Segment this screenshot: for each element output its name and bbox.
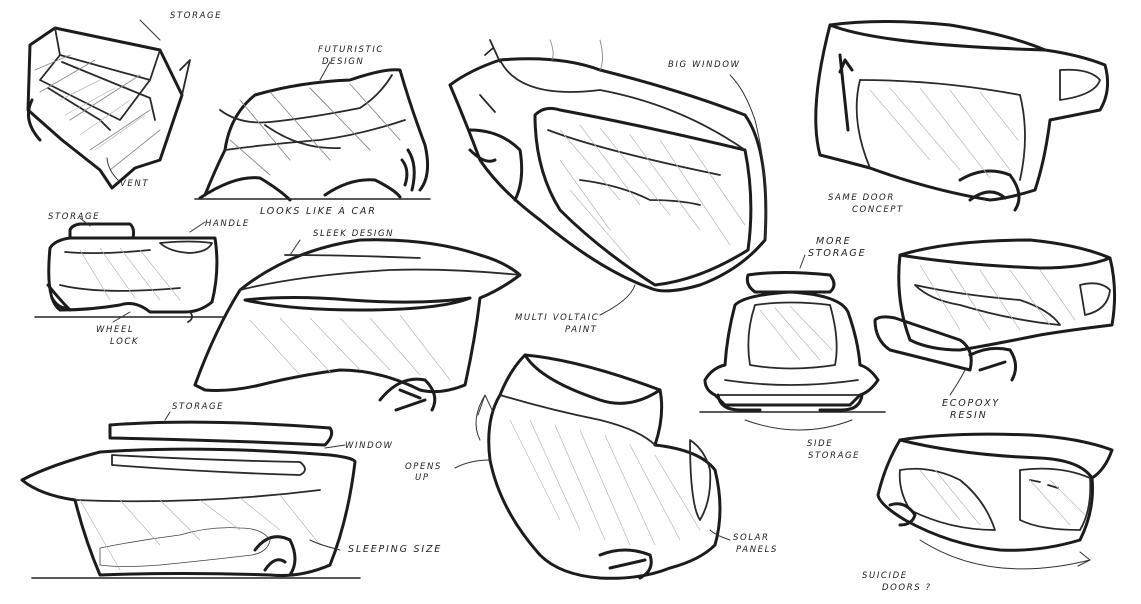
note-ecopoxy-line1: ECOPOXY bbox=[942, 398, 1000, 409]
note-side-storage-line2: STORAGE bbox=[808, 451, 860, 461]
note-solar-panels-line2: PANELS bbox=[736, 545, 778, 555]
note-window: WINDOW bbox=[345, 441, 394, 451]
sketch-storage-box bbox=[26, 26, 191, 190]
note-storage-top: STORAGE bbox=[170, 11, 222, 21]
note-sleek-design: SLEEK DESIGN bbox=[313, 229, 394, 239]
note-opens-up-line2: UP bbox=[415, 473, 430, 483]
note-vent: VENT bbox=[120, 179, 149, 189]
sketch-big-window-vehicle bbox=[448, 39, 768, 293]
note-futuristic-line2: DESIGN bbox=[322, 57, 364, 67]
sketch-rear-view bbox=[699, 271, 886, 413]
note-wheel-lock-line1: WHEEL bbox=[96, 325, 134, 335]
note-handle: HANDLE bbox=[205, 219, 250, 229]
note-storage-left: STORAGE bbox=[48, 212, 100, 222]
sketch-same-door-concept bbox=[814, 20, 1110, 212]
note-side-storage-line1: SIDE bbox=[807, 439, 833, 449]
note-more-storage-line2: STORAGE bbox=[808, 248, 866, 259]
note-suicide-doors-line2: DOORS ? bbox=[882, 583, 932, 593]
note-opens-up-line1: OPENS bbox=[405, 462, 442, 472]
sketch-ecopoxy-vehicle bbox=[873, 238, 1117, 382]
note-more-storage-line1: MORE bbox=[816, 236, 851, 247]
note-same-door-line2: CONCEPT bbox=[852, 205, 904, 215]
note-wheel-lock-line2: LOCK bbox=[110, 337, 139, 347]
annotation-leaders bbox=[79, 19, 966, 551]
note-multi-voltaic-line2: PAINT bbox=[565, 325, 598, 335]
annotations: STORAGE FUTURISTIC DESIGN BIG WINDOW VEN… bbox=[48, 11, 1000, 593]
sketch-sleek-design bbox=[193, 238, 522, 412]
sketch-opens-up-solar bbox=[475, 353, 722, 580]
note-futuristic-line1: FUTURISTIC bbox=[318, 45, 384, 55]
note-sleeping-size: SLEEPING SIZE bbox=[348, 544, 442, 555]
note-multi-voltaic-line1: MULTI VOLTAIC bbox=[515, 313, 599, 323]
note-big-window: BIG WINDOW bbox=[668, 60, 741, 70]
note-suicide-doors-line1: SUICIDE bbox=[862, 571, 908, 581]
sketch-handle-side-view bbox=[34, 222, 226, 323]
note-ecopoxy-line2: RESIN bbox=[950, 410, 988, 421]
note-same-door-line1: SAME DOOR bbox=[828, 193, 895, 203]
note-looks-like-car: LOOKS LIKE A CAR bbox=[260, 206, 377, 217]
note-storage-bottom: STORAGE bbox=[172, 402, 224, 412]
sketch-sleeping-size bbox=[20, 420, 361, 579]
sketch-futuristic-pod bbox=[194, 68, 431, 202]
sketch-suicide-doors bbox=[876, 432, 1114, 570]
note-solar-panels-line1: SOLAR bbox=[733, 533, 770, 543]
